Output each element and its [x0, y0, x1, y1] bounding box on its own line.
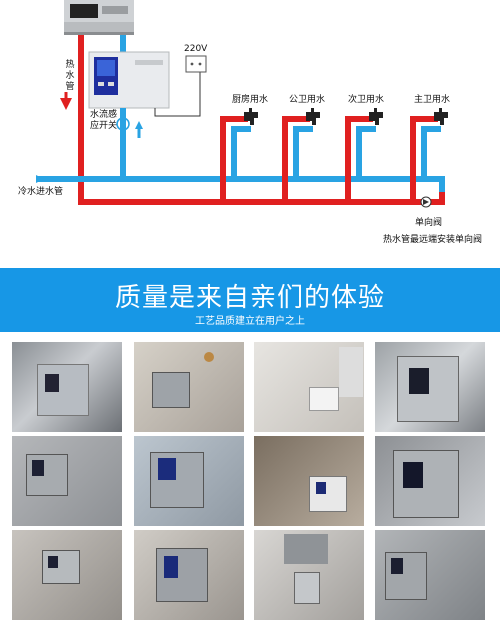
installation-photo-3	[254, 342, 364, 432]
cold-inlet-label: 冷水进水管	[18, 187, 64, 197]
installation-photo-7	[254, 436, 364, 526]
outlet-label-public-bath: 公卫用水	[289, 95, 326, 105]
power-socket-icon	[185, 55, 207, 73]
water-heater-icon	[64, 0, 134, 35]
installation-gallery	[0, 332, 500, 642]
far-end-note: 热水管最远端安装单向阀	[383, 235, 483, 245]
plumbing-diagram: 220V 热水管 水流感应开关 冷水进水管 单向阀 热水管最远端安装单向阀 厨房…	[0, 0, 500, 268]
banner-title: 质量是来自亲们的体验	[114, 283, 385, 313]
installation-photo-8	[375, 436, 485, 526]
plumbing-diagram-graphic	[36, 0, 448, 208]
voltage-label: 220V	[184, 44, 208, 54]
pump-unit-icon	[88, 51, 170, 109]
outlet-branches	[220, 116, 441, 205]
hot-pipe-main	[78, 35, 84, 205]
cold-pipe-main	[36, 176, 445, 182]
installation-photo-12	[375, 530, 485, 620]
sensor-switch-label: 水流感应开关	[90, 110, 118, 131]
outlet-label-master-bath: 主卫用水	[414, 95, 451, 105]
quality-banner: 质量是来自亲们的体验 工艺品质建立在用户之上	[0, 268, 500, 332]
banner-subtitle: 工艺品质建立在用户之上	[195, 316, 305, 327]
check-valve-label: 单向阀	[415, 218, 443, 228]
installation-photo-1	[12, 342, 122, 432]
up-arrow-icon	[135, 121, 143, 129]
outlet-label-second-bath: 次卫用水	[348, 95, 385, 105]
outlet-label-kitchen: 厨房用水	[232, 95, 269, 105]
inlet-arrow-icon	[36, 175, 44, 183]
down-arrow-icon	[60, 98, 72, 110]
installation-photo-6	[134, 436, 244, 526]
hot-pipe-label: 热水管	[65, 60, 75, 92]
installation-photo-11	[254, 530, 364, 620]
faucet-icons	[244, 108, 448, 125]
pump-cold-pipe	[120, 108, 126, 180]
installation-photo-2	[134, 342, 244, 432]
installation-photo-5	[12, 436, 122, 526]
hot-pipe-horizontal	[78, 199, 445, 205]
installation-photo-9	[12, 530, 122, 620]
installation-photo-10	[134, 530, 244, 620]
installation-photo-4	[375, 342, 485, 432]
